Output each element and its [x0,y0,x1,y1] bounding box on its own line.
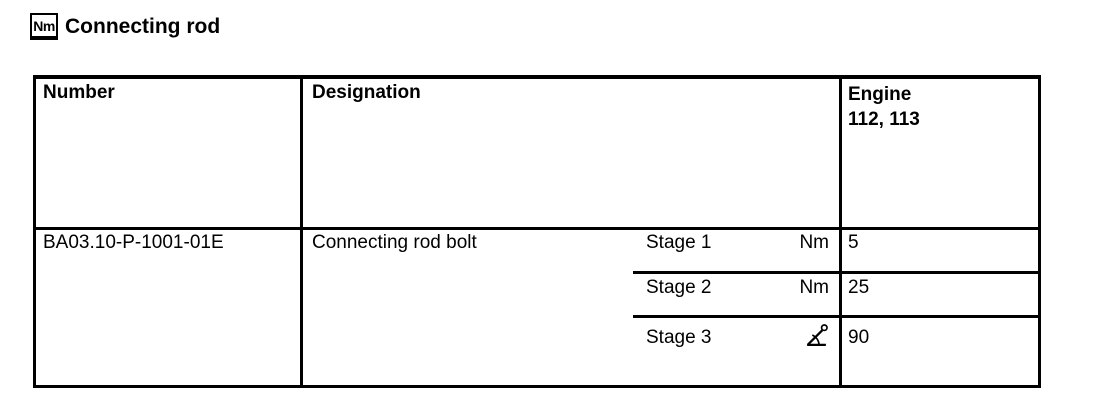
stage-1-label: Stage 1 [646,232,712,253]
part-number: BA03.10-P-1001-01E [43,232,224,253]
stage-3-unit [733,323,829,349]
torque-nm-icon-label: Nm [33,17,55,34]
page-title-bar: Nm Connecting rod [30,13,220,40]
stage2-stage3-divider [633,315,1038,318]
column-divider-designation-engine [839,79,842,385]
page-title: Connecting rod [65,14,221,38]
part-designation: Connecting rod bolt [312,232,477,253]
torque-spec-table: Number Designation Engine 112, 113 BA03.… [33,75,1041,388]
column-header-engine-label: Engine [848,84,912,105]
stage-2-label: Stage 2 [646,277,712,298]
header-row-divider [36,227,1038,230]
column-header-number: Number [43,82,115,103]
stage-3-label: Stage 3 [646,327,712,348]
stage-1-unit: Nm [799,232,829,253]
column-header-engine-models: 112, 113 [848,109,920,130]
torque-nm-icon: Nm [30,13,58,40]
column-header-engine: Engine 112, 113 [848,82,920,132]
column-divider-number-designation [300,79,303,385]
column-header-designation: Designation [312,82,421,103]
stage-3-value: 90 [848,327,870,348]
stage-2-unit: Nm [799,277,829,298]
stage-2-value: 25 [848,277,870,298]
stage1-stage2-divider [633,271,1038,274]
stage-1-value: 5 [848,232,859,253]
angle-degree-icon [806,324,828,347]
